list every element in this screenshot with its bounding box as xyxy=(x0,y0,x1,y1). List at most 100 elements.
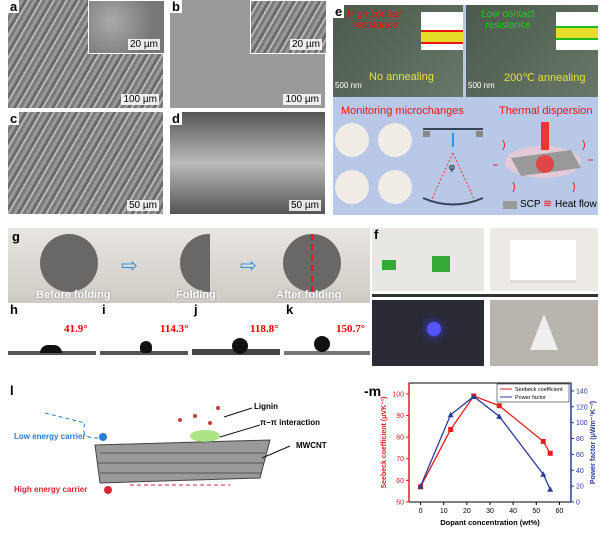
circuit-photo xyxy=(372,228,484,291)
panel-label: i xyxy=(100,302,108,317)
y2-tick-label: 20 xyxy=(576,484,584,491)
caption: 200℃ annealing xyxy=(504,72,586,84)
panel-a-sem: 20 µm a 100 µm xyxy=(8,0,165,108)
contact-angle-h: h 41.9° xyxy=(8,303,96,360)
panel-label: d xyxy=(170,111,182,126)
x-tick-label: 40 xyxy=(509,508,517,515)
scale-bar: 100 µm xyxy=(121,94,159,105)
x-tick-label: 60 xyxy=(556,508,564,515)
droplet xyxy=(140,341,152,353)
inset-scale: 20 µm xyxy=(128,39,160,50)
panel-b-sem: 20 µm b 100 µm xyxy=(170,0,327,108)
panel-label: f xyxy=(374,227,379,242)
panel-label: c xyxy=(8,111,20,126)
panel-label: h xyxy=(8,302,20,317)
divider xyxy=(372,294,598,297)
legend-box xyxy=(496,383,570,403)
data-point xyxy=(540,438,546,444)
panel-d-sem: d 50 µm xyxy=(170,112,325,214)
panel-l: l Lignin π−π interaction MWCNT Low energ… xyxy=(0,378,360,538)
panel-label: a xyxy=(8,0,20,14)
arm-photo xyxy=(335,170,369,204)
droplet xyxy=(314,336,330,352)
contact-angle-row: h 41.9° i 114.3° j 118.8° k 150.7° xyxy=(8,303,370,360)
low-contact-resistance: Low contact resistance xyxy=(481,9,535,31)
x-tick-label: 10 xyxy=(440,508,448,515)
panel-g-folding: g ⇨ ⇨ Before folding Folding After foldi… xyxy=(8,228,370,303)
data-point xyxy=(547,486,554,492)
panel-label: e xyxy=(333,4,345,19)
scale-bar: 100 µm xyxy=(283,94,321,105)
contact-angle-j: j 118.8° xyxy=(192,303,280,360)
series-line-1 xyxy=(419,395,551,490)
legend-heat-flow: Heat flow xyxy=(555,199,597,210)
panel-b-inset: 20 µm xyxy=(250,0,327,54)
y-tick-label: 90 xyxy=(396,413,404,420)
scp-swatch xyxy=(503,201,517,209)
data-point xyxy=(547,450,553,456)
heat-flow-icon: ≋ xyxy=(543,198,553,210)
y2-tick-label: 80 xyxy=(576,436,584,443)
heat-dispersion-diagram xyxy=(493,122,593,193)
scale-bar: 500 nm xyxy=(468,81,495,90)
junction-inset xyxy=(556,12,598,50)
panel-label: -m xyxy=(364,383,382,399)
legend-scp: SCP xyxy=(520,199,541,210)
panel-label: b xyxy=(170,0,182,14)
panel-a-inset: 20 µm xyxy=(88,0,165,54)
high-energy-carrier-label: High energy carrier xyxy=(14,485,88,494)
step-folding: Folding xyxy=(176,289,216,301)
caption: No annealing xyxy=(369,71,434,83)
y2-tick-label: 120 xyxy=(576,404,588,411)
y2-tick-label: 0 xyxy=(576,500,580,507)
y-tick-label: 70 xyxy=(396,456,404,463)
data-point xyxy=(470,393,477,399)
low-energy-carrier-label: Low energy carrier xyxy=(14,432,86,441)
y-tick-label: 60 xyxy=(396,478,404,485)
arm-photo xyxy=(378,170,412,204)
arrow-icon: ⇨ xyxy=(240,255,257,277)
angle-value: 118.8° xyxy=(250,323,279,335)
panel-label: g xyxy=(12,229,20,244)
pi-interaction-label: π−π interaction xyxy=(260,418,321,427)
data-point xyxy=(496,403,502,409)
panel-label: k xyxy=(284,302,296,317)
step-after: After folding xyxy=(276,289,342,301)
folded-film xyxy=(180,234,210,292)
x-tick-label: 20 xyxy=(463,508,471,515)
lignin-label: Lignin xyxy=(254,402,278,411)
x-tick-label: 0 xyxy=(419,508,423,515)
no-annealing-image: High contact resistance No annealing 500… xyxy=(333,5,463,97)
scale-bar: 50 µm xyxy=(127,200,159,211)
droplet xyxy=(232,338,248,354)
panel-label: l xyxy=(8,383,16,398)
panel-e: High contact resistance No annealing 500… xyxy=(333,5,598,215)
angle-value: 150.7° xyxy=(336,323,366,335)
y2-tick-label: 40 xyxy=(576,468,584,475)
data-point xyxy=(496,413,503,419)
scale-bar: 500 nm xyxy=(335,81,362,90)
panel-f: f xyxy=(372,228,598,366)
contact-angle-k: k 150.7° xyxy=(284,303,370,360)
folded-paper-photo xyxy=(490,300,598,366)
inset-scale: 20 µm xyxy=(290,39,322,50)
panel-c-sem: c 50 µm xyxy=(8,112,163,214)
legend-label: Power factor xyxy=(515,395,546,401)
x-axis-label: Dopant concentration (wt%) xyxy=(440,518,540,527)
bending-diagram: φ xyxy=(422,128,484,206)
y-axis-label: Seebeck coefficient (μVK⁻¹) xyxy=(381,396,388,488)
legend-label: Seebeck coefficient xyxy=(515,387,563,393)
junction-inset xyxy=(421,12,463,50)
hand-photo xyxy=(335,123,369,157)
y-tick-label: 100 xyxy=(392,391,404,398)
angle-value: 41.9° xyxy=(64,323,88,335)
hand-photo xyxy=(378,123,412,157)
film-disc xyxy=(283,234,341,292)
panel-label: j xyxy=(192,302,200,317)
angle-symbol: φ xyxy=(449,162,455,172)
contact-angle-i: i 114.3° xyxy=(100,302,189,360)
y2-tick-label: 100 xyxy=(576,420,588,427)
scale-bar: 50 µm xyxy=(289,200,321,211)
annealing-image: Low contact resistance 200℃ annealing 50… xyxy=(466,5,598,97)
